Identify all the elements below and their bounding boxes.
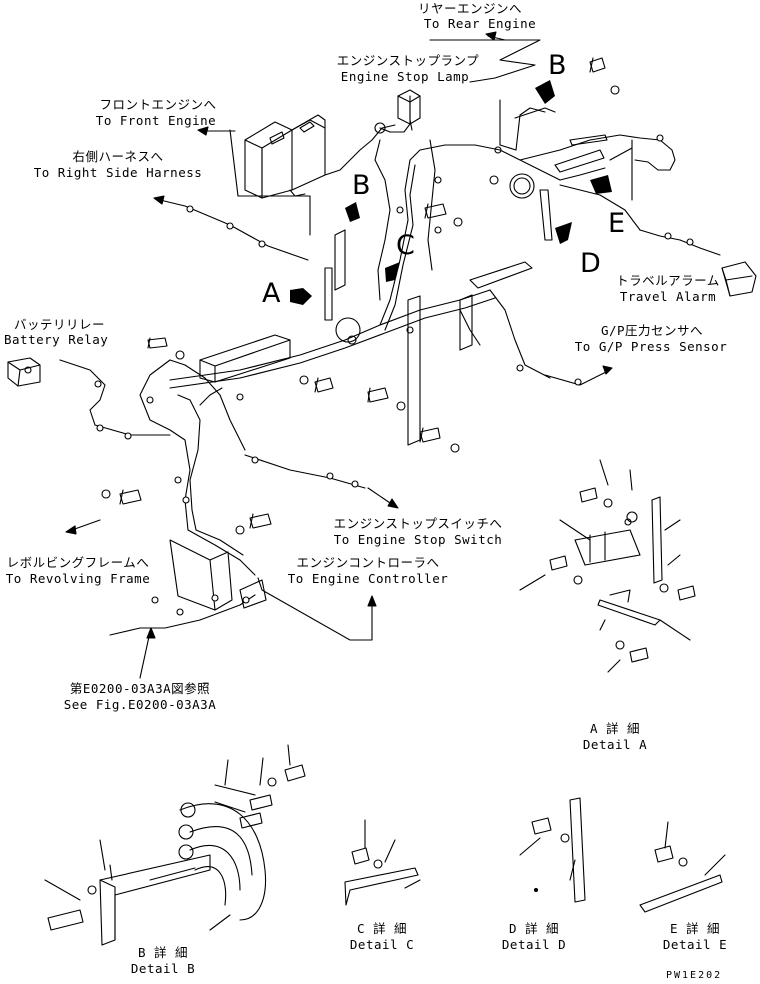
callout-a: A [262,278,281,309]
engine-stop-lamp [374,89,421,134]
detail-d-drawing [519,797,586,903]
front-engine-label-en: To Front Engine [95,113,217,128]
detail-e-drawing [639,821,726,913]
main-harness [59,134,721,636]
engine-controller-label-en: To Engine Controller [287,571,449,586]
callout-b-lower: B [352,170,371,201]
bolts-main [101,57,620,535]
callout-c: C [396,230,415,261]
rear-engine-label-jp: リヤーエンジンへ [417,1,523,16]
engine-stop-lamp-label-jp: エンジンストップランプ [336,53,480,68]
engine-stop-switch-label-en: To Engine Stop Switch [333,532,503,547]
revolving-frame-label-en: To Revolving Frame [5,571,151,586]
gp-press-sensor-label-jp: G/P圧力センサへ [600,323,704,338]
wire-clips [94,134,694,616]
callout-b-upper: B [548,50,567,81]
detail-c-caption-jp: C 詳 細 [356,921,408,936]
battery-relay-label-jp: バッテリリレー [14,317,106,332]
see-fig-label-jp: 第E0200-03A3A図参照 [69,681,211,696]
engine-stop-lamp-label-en: Engine Stop Lamp [340,69,470,84]
detail-e-caption-jp: E 詳 細 [669,921,721,936]
detail-e-caption-en: Detail E [662,937,728,952]
detail-b-drawing [44,744,306,946]
detail-a-caption-jp: A 詳 細 [589,721,641,736]
brackets [169,99,608,611]
detail-c-drawing [344,819,421,906]
detail-d-caption-en: Detail D [501,937,567,952]
detail-a-caption-en: Detail A [582,737,648,752]
detail-a-drawing [519,459,696,673]
engine-stop-switch-label-jp: エンジンストップスイッチへ [333,516,503,531]
callout-e: E [608,208,626,239]
gp-press-sensor-label-en: To G/P Press Sensor [574,339,728,354]
travel-alarm [721,261,757,297]
see-fig-label-en: See Fig.E0200-03A3A [63,697,217,712]
callout-arrows [290,80,612,305]
right-side-harness-label-jp: 右側ハーネスへ [72,149,164,164]
right-side-harness-label-en: To Right Side Harness [33,165,203,180]
revolving-frame-label-jp: レボルビングフレームへ [6,555,150,570]
detail-b-caption-en: Detail B [130,961,196,976]
detail-d-caption-jp: D 詳 細 [508,921,560,936]
engine-controller-label-jp: エンジンコントローラへ [296,555,440,570]
travel-alarm-label-jp: トラベルアラーム [616,273,720,288]
front-engine-boxes [244,114,396,199]
detail-c-caption-en: Detail C [349,937,415,952]
callout-d: D [580,248,601,279]
leader-lines [65,31,633,679]
front-engine-label-jp: フロントエンジンへ [99,97,217,112]
detail-b-caption-jp: B 詳 細 [137,945,189,960]
battery-relay-label-en: Battery Relay [4,332,109,347]
travel-alarm-label-en: Travel Alarm [619,289,717,304]
rear-engine-label-en: To Rear Engine [423,16,537,31]
part-number: PW1E202 [666,970,723,981]
battery-relay [7,357,41,387]
